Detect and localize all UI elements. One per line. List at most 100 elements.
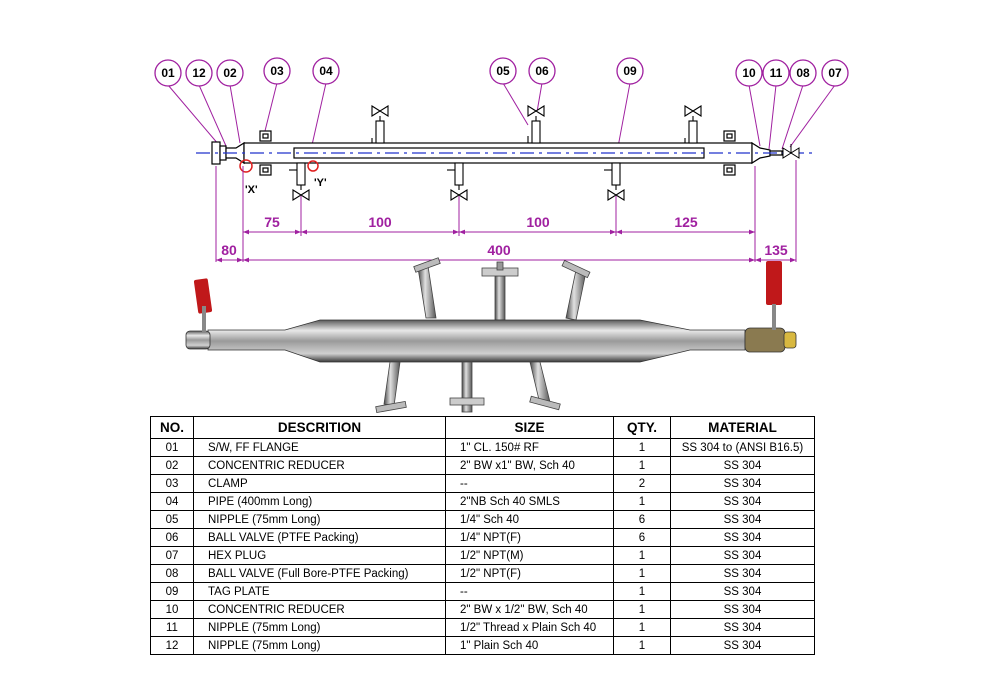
cell-qty: 1 (613, 438, 671, 457)
header-size: SIZE (445, 416, 614, 439)
branch-valve-icon (450, 189, 468, 201)
upper-nipple (371, 116, 385, 144)
dim-upper-3: 100 (526, 214, 550, 230)
cell-size: 1/2" NPT(F) (445, 564, 614, 583)
cell-qty: 2 (613, 474, 671, 493)
cell-qty: 1 (613, 546, 671, 565)
branch-valve-icon (527, 105, 545, 117)
callout-leader-line (536, 82, 543, 113)
cell-material: SS 304 (670, 600, 815, 619)
cell-material: SS 304 (670, 456, 815, 475)
cell-description: CONCENTRIC REDUCER (193, 600, 446, 619)
cell-qty: 1 (613, 492, 671, 511)
cell-description: S/W, FF FLANGE (193, 438, 446, 457)
cell-description: TAG PLATE (193, 582, 446, 601)
cell-size: 1" Plain Sch 40 (445, 636, 614, 655)
callout-label: 02 (223, 66, 237, 80)
callout-balloon (216, 59, 244, 87)
callout-label: 01 (161, 66, 175, 80)
cell-material: SS 304 (670, 546, 815, 565)
branch-valve-icon (607, 189, 625, 201)
cell-size: -- (445, 474, 614, 493)
callout-label: 07 (828, 66, 842, 80)
cell-material: SS 304 (670, 474, 815, 493)
callout-balloon (489, 57, 517, 85)
cell-description: NIPPLE (75mm Long) (193, 636, 446, 655)
cell-size: 2" BW x1" BW, Sch 40 (445, 456, 614, 475)
callout-leader-line (167, 84, 220, 146)
lower-nipple (289, 162, 306, 190)
callout-leader-line (311, 82, 327, 146)
cell-no: 09 (150, 582, 194, 601)
callout-balloon (735, 59, 763, 87)
callout-leader-line (264, 82, 278, 132)
marker-y-circle (307, 160, 319, 172)
header-material: MATERIAL (670, 416, 815, 439)
cell-no: 10 (150, 600, 194, 619)
callout-leader-line (768, 84, 777, 150)
lower-nipple (447, 162, 464, 190)
callout-label: 04 (319, 64, 333, 78)
header-no: NO. (150, 416, 194, 439)
cell-description: NIPPLE (75mm Long) (193, 618, 446, 637)
marker-y-label: 'Y' (314, 177, 327, 189)
cell-no: 02 (150, 456, 194, 475)
branch-valve-icon (684, 105, 702, 117)
branch-valve-icon (371, 105, 389, 117)
cell-no: 11 (150, 618, 194, 637)
dim-upper-2: 100 (368, 214, 392, 230)
cell-no: 07 (150, 546, 194, 565)
cell-size: 1/4" NPT(F) (445, 528, 614, 547)
cell-qty: 1 (613, 600, 671, 619)
cell-description: PIPE (400mm Long) (193, 492, 446, 511)
cell-size: 2" BW x 1/2" BW, Sch 40 (445, 600, 614, 619)
callout-leader-line (789, 84, 836, 148)
callout-balloon (263, 57, 291, 85)
callout-leader-line (502, 82, 529, 126)
lower-nipple (604, 162, 621, 190)
callout-balloon (789, 59, 817, 87)
cell-no: 05 (150, 510, 194, 529)
cell-description: NIPPLE (75mm Long) (193, 510, 446, 529)
cell-no: 01 (150, 438, 194, 457)
dim-lower-3: 135 (764, 242, 788, 258)
callout-leader-line (229, 84, 241, 144)
callout-balloon (821, 59, 849, 87)
cell-no: 12 (150, 636, 194, 655)
callout-label: 10 (742, 66, 756, 80)
cell-description: BALL VALVE (PTFE Packing) (193, 528, 446, 547)
marker-x-circle (239, 159, 253, 173)
callout-leader-line (781, 84, 804, 150)
header-qty: QTY. (613, 416, 671, 439)
cell-qty: 1 (613, 456, 671, 475)
cell-material: SS 304 (670, 636, 815, 655)
cell-qty: 1 (613, 636, 671, 655)
cell-no: 04 (150, 492, 194, 511)
dimension-lines (215, 160, 797, 263)
cell-no: 08 (150, 564, 194, 583)
cell-qty: 1 (613, 582, 671, 601)
marker-x-label: 'X' (245, 184, 258, 196)
cell-qty: 6 (613, 510, 671, 529)
callout-label: 08 (796, 66, 810, 80)
callout-balloon (762, 59, 790, 87)
cell-material: SS 304 (670, 510, 815, 529)
cell-material: SS 304 (670, 618, 815, 637)
end-ball-valve (782, 144, 800, 159)
cell-no: 03 (150, 474, 194, 493)
dim-upper-1: 75 (264, 214, 280, 230)
callout-leader-line (748, 84, 761, 147)
cell-size: 1/4" Sch 40 (445, 510, 614, 529)
